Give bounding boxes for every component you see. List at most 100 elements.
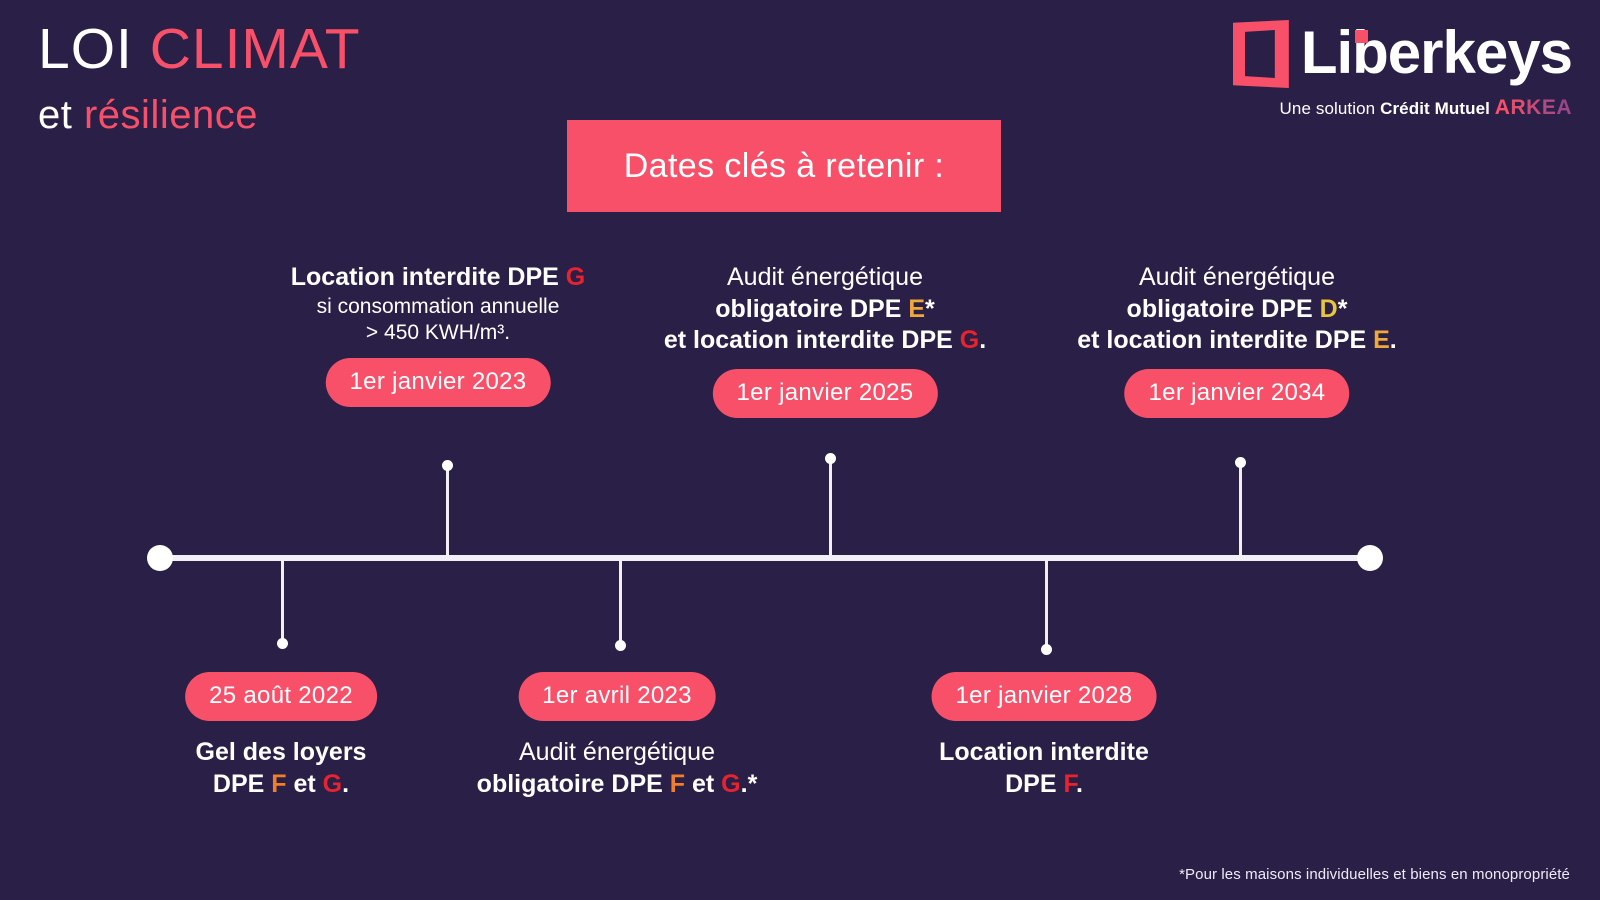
caption-line: Location interdite <box>932 737 1157 769</box>
caption-text: et <box>685 769 722 798</box>
connector-dot <box>615 640 626 651</box>
title-resilience: résilience <box>83 92 258 137</box>
caption-text: . <box>1389 326 1397 354</box>
caption-line: et location interdite DPE E. <box>1077 325 1397 357</box>
caption-line: obligatoire DPE F et G.* <box>477 769 758 801</box>
dpe-letter: F <box>669 769 686 798</box>
caption-line: > 450 KWH/m³. <box>291 320 585 346</box>
caption-text: si consommation annuelle <box>316 294 560 318</box>
caption-text: Location interdite DPE <box>290 263 566 291</box>
connector-dot <box>442 460 453 471</box>
title-line-2: et résilience <box>38 88 361 142</box>
caption-line: Audit énergétique <box>1077 262 1397 294</box>
caption-text: et location interdite DPE <box>1077 326 1374 354</box>
dpe-letter: F <box>271 769 287 798</box>
timeline-start-dot <box>147 545 173 571</box>
arkea-letter: A <box>1556 96 1572 119</box>
title-climat: CLIMAT <box>149 17 361 81</box>
tagline-arkea: ARKEA <box>1495 96 1572 119</box>
timeline-connector <box>1041 558 1052 655</box>
arkea-letter: E <box>1541 96 1557 119</box>
timeline-connector <box>1235 457 1246 558</box>
footnote: *Pour les maisons individuelles et biens… <box>1179 866 1570 883</box>
door-logo-icon <box>1232 16 1289 90</box>
caption-text: Audit énergétique <box>1139 263 1335 291</box>
date-pill[interactable]: 1er janvier 2023 <box>325 358 551 408</box>
caption-text: obligatoire DPE <box>476 769 670 798</box>
dpe-letter: G <box>959 326 980 354</box>
caption-text: Audit énergétique <box>727 263 923 291</box>
connector-dot <box>1041 644 1052 655</box>
caption-text: obligatoire DPE <box>1126 294 1320 323</box>
caption-text: . <box>1075 769 1083 798</box>
caption-text: * <box>925 294 935 323</box>
caption-text: * <box>1337 294 1348 323</box>
caption-text: et <box>286 769 323 798</box>
arkea-letter: K <box>1526 96 1542 119</box>
date-pill[interactable]: 1er janvier 2028 <box>931 672 1157 721</box>
caption-line: DPE F. <box>932 769 1157 801</box>
dpe-letter: G <box>721 769 741 798</box>
title-loi: LOI <box>38 17 150 81</box>
logo-i-dot-accent <box>1354 30 1368 43</box>
dpe-letter: G <box>565 263 586 291</box>
timeline-connector <box>277 558 288 649</box>
timeline-connector <box>615 558 626 651</box>
caption-line: Audit énergétique <box>664 262 986 294</box>
connector-dot <box>277 638 288 649</box>
caption-text: DPE <box>1005 769 1064 798</box>
dpe-letter: E <box>1373 326 1390 354</box>
caption-text: Gel des loyers <box>195 738 367 766</box>
date-pill[interactable]: 1er janvier 2034 <box>1124 368 1350 418</box>
caption-text: > 450 KWH/m³. <box>365 320 511 344</box>
connector-dot <box>825 453 836 464</box>
caption-line: obligatoire DPE E* <box>664 294 986 326</box>
caption-text: obligatoire DPE <box>715 294 909 323</box>
caption-line: si consommation annuelle <box>291 294 585 320</box>
connector-dot <box>1235 457 1246 468</box>
banner-label: Dates clés à retenir : <box>623 146 945 185</box>
logo-wordmark-text: Liberkeys <box>1300 19 1573 86</box>
dpe-letter: D <box>1319 294 1338 323</box>
caption-text: . <box>979 326 987 354</box>
event-caption: Audit énergétique obligatoire DPE F et G.… <box>477 737 758 800</box>
caption-line: et location interdite DPE G. <box>664 325 986 357</box>
page-title: LOI CLIMAT et résilience <box>38 17 361 142</box>
arkea-letter: R <box>1510 96 1527 119</box>
logo-wordmark: Liberkeys <box>1301 23 1573 83</box>
title-line-1: LOI CLIMAT <box>38 17 361 82</box>
caption-text: Location interdite <box>939 738 1149 766</box>
caption-line: Location interdite DPE G <box>291 262 585 294</box>
dpe-letter: E <box>908 294 926 323</box>
date-pill[interactable]: 25 août 2022 <box>185 672 377 721</box>
timeline-end-dot <box>1357 545 1383 571</box>
caption-text: et location interdite DPE <box>663 326 960 354</box>
arkea-letter: A <box>1494 96 1511 119</box>
tagline-prefix: Une solution <box>1279 99 1381 118</box>
title-et: et <box>38 92 84 137</box>
date-pill[interactable]: 1er janvier 2025 <box>712 368 938 418</box>
tagline-bank: Crédit Mutuel <box>1380 99 1495 118</box>
dpe-letter: G <box>322 769 343 798</box>
key-dates-banner: Dates clés à retenir : <box>567 120 1001 212</box>
timeline-connector <box>442 460 453 558</box>
timeline-connector <box>825 453 836 558</box>
caption-line: Audit énergétique <box>477 737 758 769</box>
date-pill[interactable]: 1er avril 2023 <box>518 672 716 721</box>
dpe-letter: F <box>1063 769 1076 798</box>
caption-line: Gel des loyers <box>185 737 377 769</box>
caption-text: DPE <box>212 769 272 798</box>
caption-text: .* <box>740 769 758 798</box>
caption-text: . <box>342 769 350 798</box>
caption-text: Audit énergétique <box>519 738 715 766</box>
brand-logo: Liberkeys Une solution Crédit Mutuel ARK… <box>1232 16 1573 120</box>
logo-tagline: Une solution Crédit Mutuel ARKEA <box>1233 96 1572 120</box>
timeline-spine <box>147 545 1383 571</box>
caption-line: obligatoire DPE D* <box>1077 294 1397 326</box>
caption-line: DPE F et G. <box>185 769 377 801</box>
